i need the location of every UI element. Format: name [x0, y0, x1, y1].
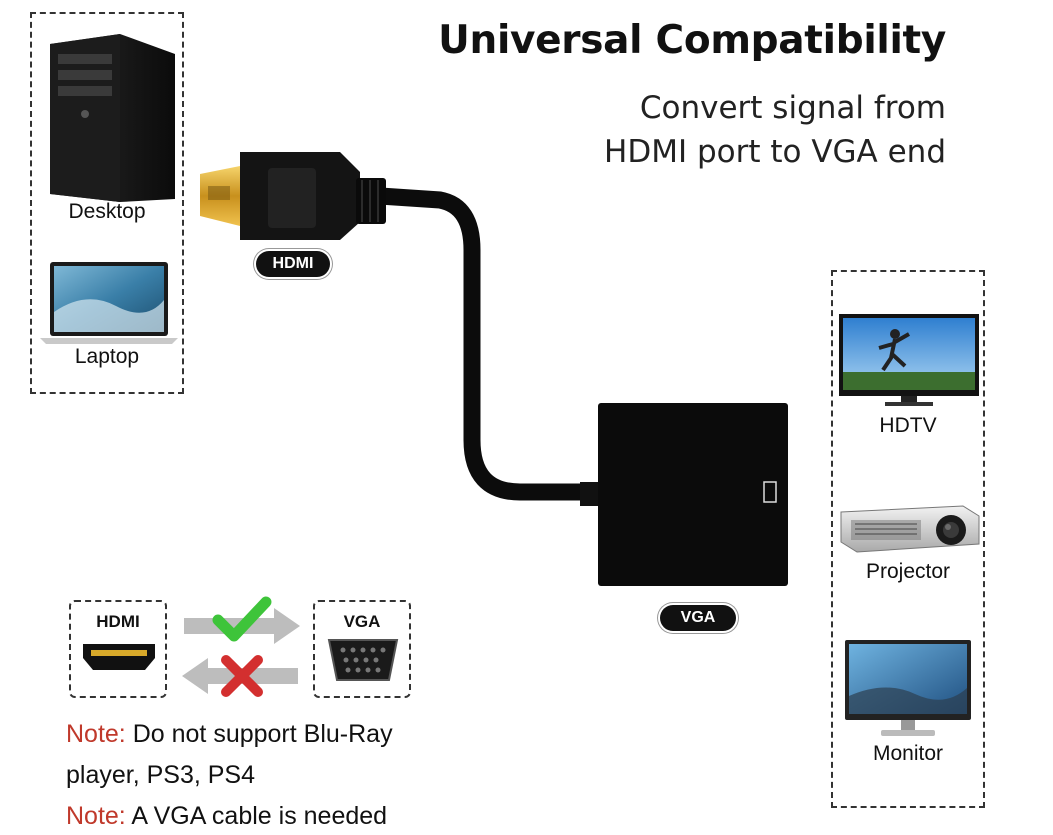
hdmi-port-label: HDMI	[96, 612, 140, 631]
note-text: Do not support Blu-Ray	[125, 720, 393, 748]
output-devices-box: HDTV Projector Monitor	[831, 270, 985, 808]
cross-icon	[221, 655, 263, 697]
note-prefix: Note:	[66, 802, 126, 830]
hdmi-tag: HDMI	[256, 251, 330, 277]
laptop-icon	[40, 262, 178, 344]
note-line-1: Note: Do not support Blu-Ray	[66, 720, 393, 749]
source-devices-box: Desktop Laptop	[30, 12, 184, 394]
check-icon	[212, 596, 272, 642]
vga-port-box: VGA	[313, 600, 411, 698]
subtitle-line-1: Convert signal from	[639, 90, 946, 126]
hdmi-port-icon	[83, 644, 155, 670]
note-prefix: Note:	[66, 720, 126, 748]
vga-port-label: VGA	[343, 612, 381, 631]
vga-tag: VGA	[660, 605, 736, 631]
device-label-projector: Projector	[865, 560, 951, 583]
vga-port-icon	[327, 639, 399, 681]
device-label-laptop: Laptop	[74, 345, 140, 368]
note-line-3: Note: A VGA cable is needed	[66, 802, 387, 831]
page-title: Universal Compatibility	[438, 18, 946, 63]
device-label-desktop: Desktop	[68, 200, 146, 223]
subtitle-line-2: HDMI port to VGA end	[604, 134, 946, 170]
device-label-hdtv: HDTV	[879, 414, 937, 437]
note-text: player, PS3, PS4	[66, 761, 256, 789]
note-text: A VGA cable is needed	[125, 802, 388, 830]
device-label-monitor: Monitor	[872, 742, 944, 765]
projector-icon	[840, 505, 980, 553]
hdmi-vga-direction-arrows	[182, 596, 300, 697]
desktop-tower-icon	[50, 34, 175, 202]
note-line-2: player, PS3, PS4	[66, 761, 255, 790]
monitor-icon	[845, 640, 971, 736]
hdtv-icon	[839, 314, 979, 406]
hdmi-port-box: HDMI	[69, 600, 167, 698]
